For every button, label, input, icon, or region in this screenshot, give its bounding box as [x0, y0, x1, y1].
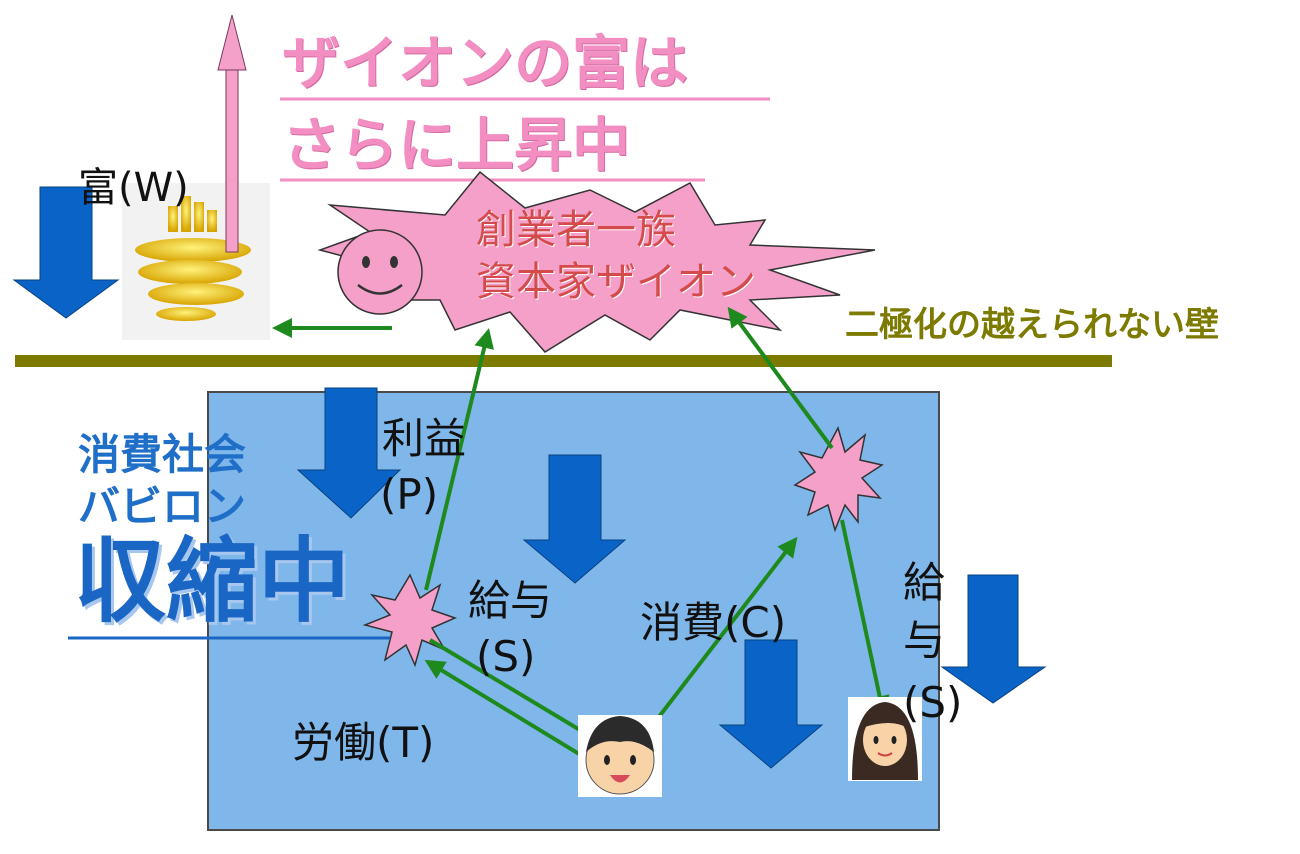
arrow-consumption	[636, 536, 798, 746]
woman-icon	[848, 697, 922, 781]
consumption-label: 消費(C)	[640, 598, 787, 647]
starburst-consumption	[793, 426, 884, 533]
gold-coins-icon	[122, 183, 270, 340]
title-line-2: さらに上昇中	[282, 111, 631, 179]
salary-label-2: (S)	[476, 632, 536, 681]
society-line-2: バビロン	[78, 482, 247, 531]
profit-label-2: (P)	[380, 470, 439, 519]
worker-boy-icon	[578, 715, 662, 797]
salary-label-1: 給与	[468, 576, 553, 625]
salary2-label-2: 与	[903, 616, 946, 665]
salary2-label-1: 給	[903, 558, 946, 607]
founder-line-2: 資本家ザイオン	[476, 259, 756, 305]
wealth-label: 富(W)	[78, 165, 189, 211]
down-arrow-wealth	[12, 186, 120, 319]
arrow-profit	[424, 328, 494, 591]
down-arrow-bottom	[718, 639, 824, 769]
arrow-salary-to-woman	[840, 519, 890, 716]
down-arrow-society-top	[296, 387, 402, 519]
smiley-face-icon	[337, 229, 423, 315]
society-status: 収縮中	[74, 528, 351, 635]
down-arrow-right	[940, 574, 1047, 704]
arrow-salary-to-worker	[428, 638, 604, 745]
founder-line-1: 創業者一族	[476, 207, 676, 253]
labor-label: 労働(T)	[292, 718, 435, 767]
salary2-label-3: (S)	[903, 678, 963, 727]
society-line-1: 消費社会	[78, 430, 247, 479]
profit-label-1: 利益	[382, 414, 467, 463]
polarization-wall	[15, 355, 1112, 367]
wall-label: 二極化の越えられない壁	[845, 305, 1219, 345]
arrow-to-founder	[727, 306, 834, 450]
down-arrow-center	[522, 454, 627, 584]
title-line-1: ザイオンの富は	[282, 29, 689, 97]
wealth-rising-arrow	[217, 14, 247, 253]
